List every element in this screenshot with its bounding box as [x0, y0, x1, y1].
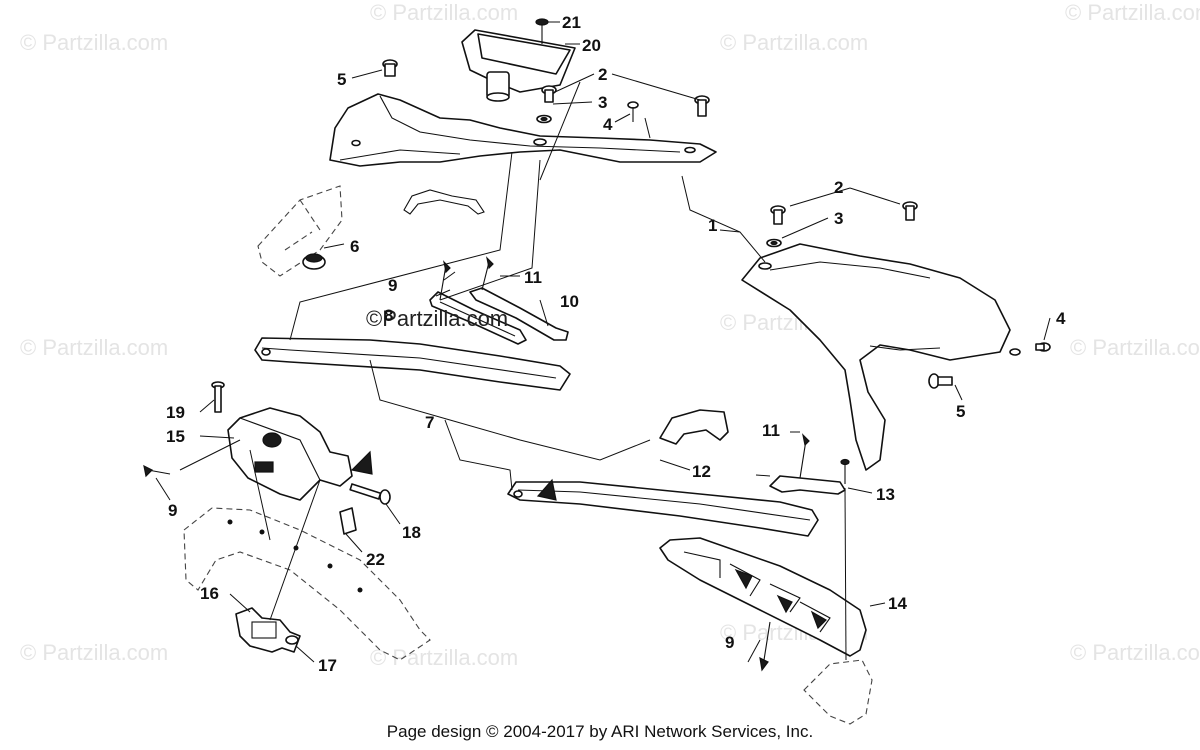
part-upper-rail[interactable]	[254, 337, 571, 391]
part-small-bracket[interactable]	[403, 189, 485, 215]
screw-4-panel[interactable]	[1035, 342, 1051, 352]
callout-9-upper: 9	[388, 276, 397, 295]
ghost-frame-tube	[183, 507, 431, 661]
washer-17[interactable]	[285, 635, 299, 645]
part-gauge-housing[interactable]	[461, 29, 576, 102]
callout-11-upper: 11	[524, 268, 542, 287]
callout-1: 1	[708, 216, 717, 235]
watermark-layer: © Partzilla.com © Partzilla.com © Partzi…	[20, 0, 1200, 670]
ghost-outline-right	[803, 659, 873, 725]
clip-22[interactable]	[339, 507, 357, 535]
watermark: © Partzilla.com	[20, 30, 168, 55]
callout-15: 15	[166, 427, 185, 446]
pin-9-lower[interactable]	[759, 621, 771, 672]
part-brace-10[interactable]	[469, 287, 569, 341]
washer-3-panel[interactable]	[766, 238, 782, 248]
screw-13[interactable]	[840, 458, 850, 485]
inline-watermark: ©Partzilla.com	[366, 306, 508, 331]
callout-10: 10	[560, 292, 579, 311]
watermark: © Partzilla.com	[370, 0, 518, 25]
screw-2-panel-right[interactable]	[902, 201, 918, 221]
callout-6: 6	[350, 237, 359, 256]
bolt-19[interactable]	[211, 381, 225, 413]
part-mounting-bracket[interactable]	[227, 407, 353, 501]
callout-8: 8	[384, 306, 393, 325]
part-side-panel[interactable]	[741, 243, 1021, 471]
callout-5-top: 5	[337, 70, 346, 89]
callout-21: 21	[562, 13, 581, 32]
callout-9-lower: 9	[725, 633, 734, 652]
page-footer: Page design © 2004-2017 by ARI Network S…	[386, 722, 814, 741]
callout-3-panel: 3	[834, 209, 843, 228]
callout-17: 17	[318, 656, 337, 675]
pin-9-upper[interactable]	[439, 260, 451, 301]
watermark: © Partzilla.com	[370, 645, 518, 670]
callout-20: 20	[582, 36, 601, 55]
watermark: © Partzilla.com	[720, 30, 868, 55]
frame-holes	[227, 519, 363, 593]
bolt-18[interactable]	[349, 483, 391, 505]
callout-16: 16	[200, 584, 219, 603]
callout-14: 14	[888, 594, 907, 613]
screw-4-top[interactable]	[627, 101, 639, 122]
callout-7: 7	[425, 413, 434, 432]
watermark: © Partzilla.com	[1065, 0, 1200, 25]
nut-6[interactable]	[302, 253, 326, 270]
callout-13: 13	[876, 485, 895, 504]
callout-2-panel: 2	[834, 178, 843, 197]
washer-3-center[interactable]	[536, 114, 552, 124]
part-footrest[interactable]	[659, 537, 867, 657]
callout-2-top: 2	[598, 65, 607, 84]
screw-2-right[interactable]	[694, 95, 710, 117]
part-plate-16[interactable]	[235, 607, 301, 653]
part-bracket-12[interactable]	[659, 409, 729, 445]
callout-9-left: 9	[168, 501, 177, 520]
arrow-marker-bracket	[350, 450, 373, 475]
part-upper-console[interactable]	[329, 93, 717, 167]
callout-19: 19	[166, 403, 185, 422]
arrow-marker-rail	[536, 478, 557, 501]
callout-labels: 21 20 5 2 3 4 1 2 3 4 5 6 9 8 11 10 7 12…	[166, 13, 1066, 675]
screw-5-panel[interactable]	[928, 373, 953, 389]
part-bracket-8[interactable]	[429, 291, 527, 345]
callout-22: 22	[366, 550, 385, 569]
callout-11-lower: 11	[762, 421, 780, 440]
leader-lines	[155, 21, 1051, 663]
pin-9-left[interactable]	[143, 464, 171, 478]
callout-12: 12	[692, 462, 711, 481]
callout-5-panel: 5	[956, 402, 965, 421]
callout-4-top: 4	[603, 115, 613, 134]
screw-2-panel-left[interactable]	[770, 205, 786, 225]
watermark: © Partzilla.com	[20, 335, 168, 360]
callout-3-top: 3	[598, 93, 607, 112]
watermark: © Partzilla.com	[20, 640, 168, 665]
part-strap-lower[interactable]	[769, 433, 846, 495]
callout-4-panel: 4	[1056, 309, 1066, 328]
screw-5-top[interactable]	[382, 59, 398, 77]
screw-2-center[interactable]	[541, 85, 557, 103]
callout-18: 18	[402, 523, 421, 542]
screw-21[interactable]	[535, 18, 549, 44]
watermark: © Partzilla.com	[1070, 335, 1200, 360]
watermark: © Partzilla.com	[1070, 640, 1200, 665]
ghost-outline-left	[257, 185, 343, 277]
